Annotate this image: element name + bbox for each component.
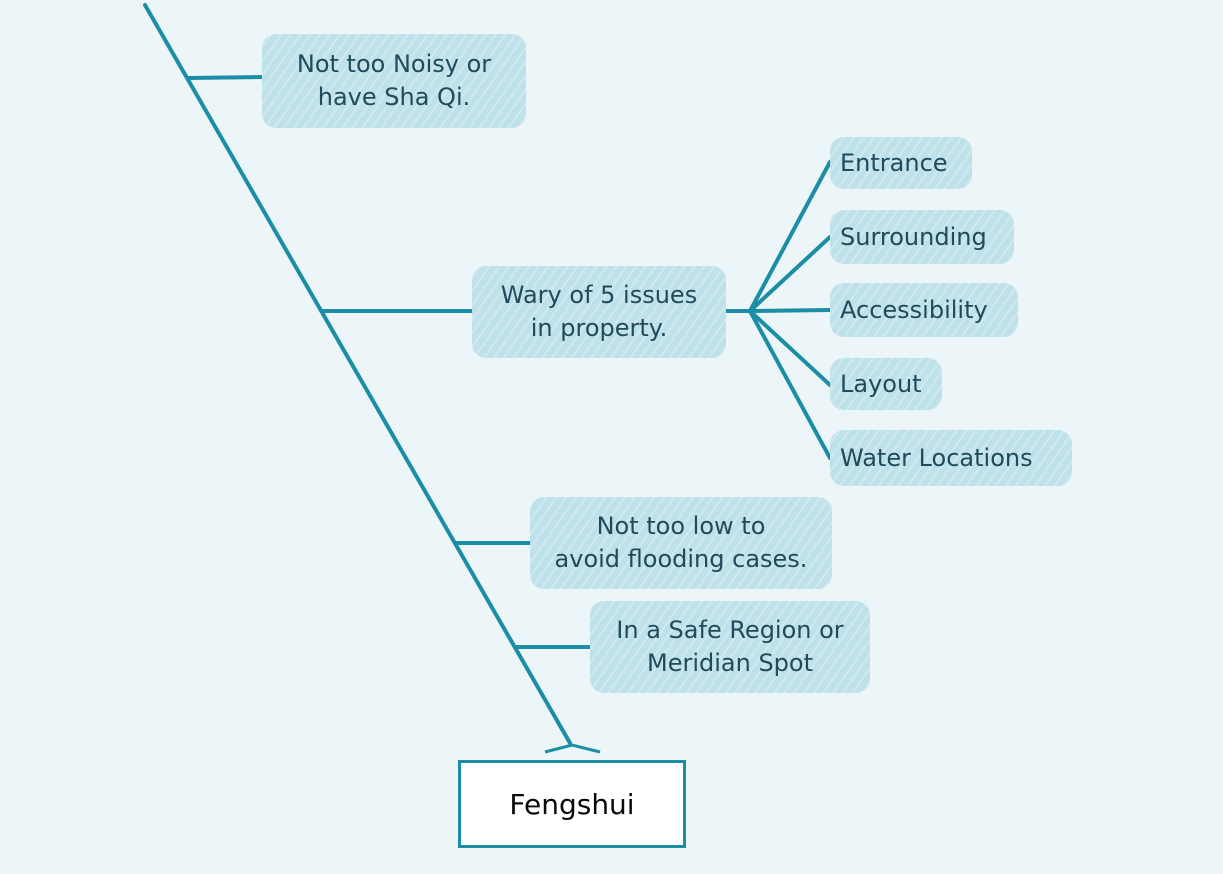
sub-node-accessibility-label: Accessibility [840,295,988,324]
sub-node-entrance: Entrance [830,137,972,189]
branch-safe-line-1: In a Safe Region or [616,616,844,644]
sub-node-entrance-label: Entrance [840,148,948,177]
sub-node-layout-label: Layout [840,369,922,398]
branch-noise-line-2: have Sha Qi. [317,83,471,111]
root-connector-notch [544,743,601,754]
sub-line-surrounding [748,235,832,313]
sub-line-water-locations [748,309,832,460]
branch-safe-line-2: Meridian Spot [646,649,814,677]
branch-issues-line-2: in property. [530,314,668,342]
sub-node-surrounding: Surrounding [830,210,1014,264]
branch-issues-line-1: Wary of 5 issues [500,281,698,309]
main-spine-line [143,3,572,745]
branch-node-safe: In a Safe Region or Meridian Spot [590,601,870,693]
branch-flooding-line-2: avoid flooding cases. [554,545,808,573]
sub-node-layout: Layout [830,358,942,410]
branch-node-flooding: Not too low to avoid flooding cases. [530,497,832,589]
sub-node-surrounding-label: Surrounding [840,222,987,251]
sub-line-accessibility [748,308,832,313]
sub-node-accessibility: Accessibility [830,283,1018,337]
sub-line-entrance [748,160,832,313]
root-node-fengshui: Fengshui [458,760,686,848]
branch-line-noise [187,75,264,80]
branch-flooding-line-1: Not too low to [596,512,766,540]
branch-node-issues: Wary of 5 issues in property. [472,266,726,358]
branch-noise-line-1: Not too Noisy or [296,50,492,78]
sub-node-water-locations: Water Locations [830,430,1072,486]
sub-node-water-locations-label: Water Locations [840,443,1033,472]
sub-line-layout [748,309,832,387]
root-node-label: Fengshui [509,787,635,821]
branch-node-noise: Not too Noisy or have Sha Qi. [262,34,526,128]
